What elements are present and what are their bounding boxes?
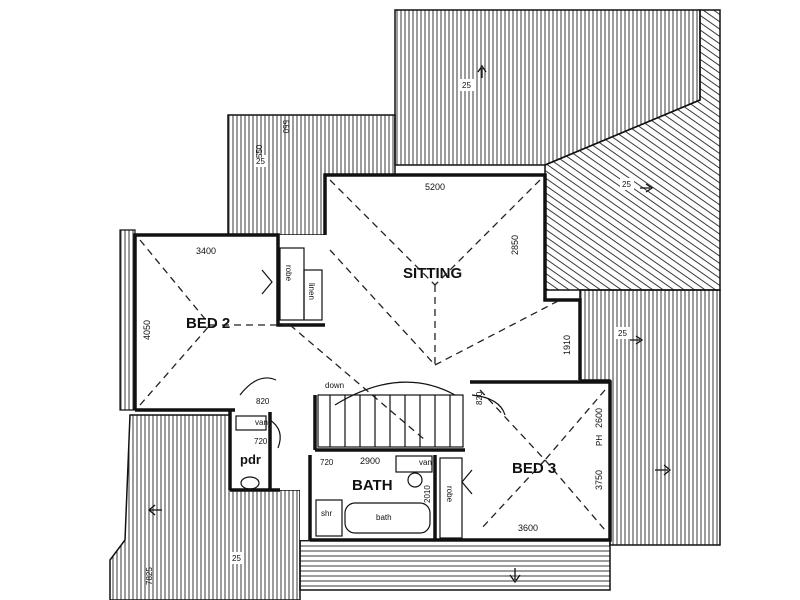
eave-label-3: 7825	[145, 567, 154, 585]
dimension-labels: 5200 2850 3400 4050 820 820 720 720 2900…	[142, 182, 604, 533]
label-van-bath: van	[419, 458, 432, 467]
dim-bed3-depth: 3750	[594, 470, 604, 490]
roof-left-strip	[119, 229, 136, 411]
label-stair-down: down	[325, 381, 344, 390]
rooms-fill	[135, 175, 580, 540]
label-van-pdr: van	[255, 418, 268, 427]
dim-bath-door: 720	[320, 458, 334, 467]
dim-bath-width: 2900	[360, 456, 380, 466]
roof-pitch-5: 25	[618, 329, 627, 338]
dim-passage: 1910	[562, 335, 572, 355]
dim-bed2-depth: 4050	[142, 320, 152, 340]
label-robe-right: robe	[445, 486, 454, 503]
roof-pitch-2: 25	[622, 180, 631, 189]
roof-areas	[109, 9, 721, 600]
dim-door-bed2: 820	[256, 397, 270, 406]
roof-bottom-center	[299, 539, 611, 591]
fixtures	[235, 247, 506, 539]
bath-tub	[344, 502, 431, 534]
roof-labels: 25 25 25 25 25 550 550 7825	[145, 64, 672, 585]
hip-lines	[139, 179, 606, 531]
shower	[315, 499, 343, 537]
basin	[407, 472, 423, 488]
label-ph: PH	[595, 435, 604, 446]
arrow-up-icon	[477, 64, 487, 78]
staircase	[317, 381, 464, 448]
eave-label-2: 550	[255, 144, 264, 158]
roof-pitch-1: 25	[462, 81, 471, 90]
arrow-right-icon	[655, 464, 672, 476]
room-label-pdr: pdr	[240, 452, 261, 467]
linen-cabinet	[303, 269, 323, 321]
dim-bath-robe: 2010	[423, 485, 432, 503]
door-swing-bed2	[239, 377, 277, 396]
fixture-labels: robe linen robe van van bath shr down PH	[255, 265, 604, 522]
dim-bed2-width: 3400	[196, 246, 216, 256]
label-bath-tub: bath	[376, 513, 392, 522]
dim-bed3-width: 3600	[518, 523, 538, 533]
dim-ph: 2600	[594, 408, 604, 428]
vanity-pdr	[235, 415, 267, 431]
door-swing-robe2	[461, 469, 473, 495]
dim-pdr-door: 720	[254, 437, 268, 446]
arrow-left-icon	[147, 504, 162, 516]
door-swing-robe	[261, 269, 273, 295]
label-robe-left: robe	[284, 265, 293, 282]
arrow-right-icon	[630, 335, 644, 345]
room-labels: SITTING BED 2 BED 3 BATH pdr	[186, 265, 556, 494]
robe-cabinet-right	[439, 457, 463, 539]
door-swing-bed3	[471, 394, 506, 416]
arrow-down-icon	[509, 568, 521, 584]
walls	[133, 173, 612, 542]
vanity-bath	[395, 455, 433, 473]
roof-pitch-3: 25	[256, 157, 265, 166]
label-shower: shr	[321, 509, 332, 518]
door-swing-pdr	[269, 419, 281, 449]
toilet	[240, 476, 260, 490]
room-label-sitting: SITTING	[403, 265, 462, 282]
dim-sitting-depth: 2850	[510, 235, 520, 255]
room-label-bath: BATH	[352, 477, 393, 494]
roof-pitch-4: 25	[232, 554, 241, 563]
label-linen: linen	[307, 283, 316, 300]
dim-door-bed3: 820	[475, 391, 484, 405]
arrow-right-icon	[640, 183, 654, 193]
room-label-bed2: BED 2	[186, 315, 230, 332]
eave-label-1: 550	[281, 120, 290, 134]
dim-sitting-width: 5200	[425, 182, 445, 192]
room-label-bed3: BED 3	[512, 460, 556, 477]
